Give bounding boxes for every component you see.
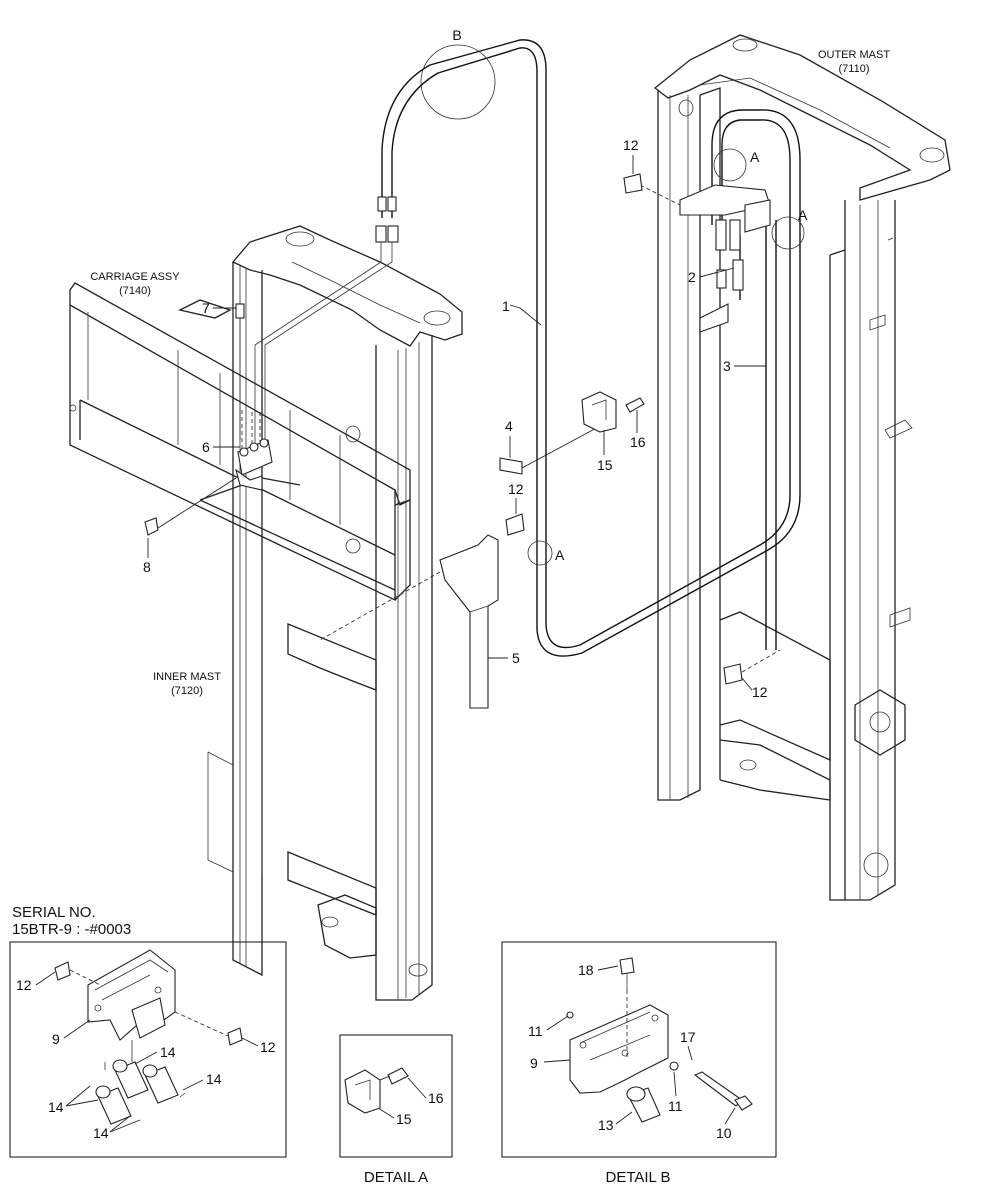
bolt-8 [144,477,237,536]
detail-b-callout-10: 10 [716,1125,732,1141]
bolt-12-low [723,649,781,685]
serial-range-label: 15BTR-9 : -#0003 [12,921,131,938]
detail-a-box [339,1034,453,1158]
detail-b-callout-13: 13 [598,1117,614,1133]
detail-b-callout-11a: 11 [528,1023,543,1039]
detail-b-caption: DETAIL B [605,1169,670,1186]
detail-circle-a-mid [527,540,553,566]
carriage-assy-code: (7140) [119,285,151,297]
circle-label-a-upper: A [750,149,760,165]
callout-12-mid: 12 [508,481,524,497]
callout-5: 5 [512,650,520,666]
callout-1: 1 [502,298,510,314]
detail-circle-a-upper [713,148,747,182]
detail-b-callout-18: 18 [578,962,594,978]
detail-b-callout-11b: 11 [668,1098,683,1114]
fitting-block-6 [235,438,273,491]
detail-circle-b [420,44,496,120]
serial-callout-12b: 12 [260,1039,276,1055]
detail-b-callout-17: 17 [680,1029,696,1045]
hose-fittings-right [699,219,744,333]
serial-box-rollers [95,1040,186,1125]
outer-mast [653,34,951,901]
detail-b-callout-9: 9 [530,1055,538,1071]
serial-box-bracket [54,949,243,1046]
carriage-assy-label: CARRIAGE ASSY [90,271,180,283]
detail-b-box [501,941,777,1158]
hose-3 [739,220,777,650]
bolt-12-mid [505,513,525,536]
detail-a-clamp [344,1067,409,1114]
callout-16: 16 [630,434,646,450]
callout-6: 6 [202,439,210,455]
callout-3: 3 [723,358,731,374]
inner-mast-code: (7120) [171,685,203,697]
bracket-5 [319,534,499,709]
callout-4: 4 [505,418,513,434]
detail-circle-a-right [771,216,805,250]
serial-callout-14a: 14 [160,1044,176,1060]
circle-label-a-right: A [798,207,808,223]
detail-a-callout-15: 15 [396,1111,412,1127]
hose-1 [381,39,801,657]
inner-mast-label: INNER MAST [153,671,221,683]
serial-no-label: SERIAL NO. [12,904,96,921]
callout-7: 7 [202,300,210,316]
bolt-12-top [623,173,643,194]
callout-2: 2 [688,269,696,285]
detail-a-caption: DETAIL A [364,1169,428,1186]
circle-label-b: B [452,27,461,43]
callout-12-low: 12 [752,684,768,700]
circle-label-a-mid: A [555,547,565,563]
serial-callout-9: 9 [52,1031,60,1047]
callout-8: 8 [143,559,151,575]
outer-mast-label: OUTER MAST [818,49,890,61]
bolt-16 [625,397,645,413]
hose-fittings-left [254,196,399,460]
inner-mast [207,225,463,1001]
outer-mast-code: (7110) [839,63,870,75]
bolt-7 [235,303,245,440]
upper-hose-bracket [241,184,771,465]
serial-callout-14b: 14 [206,1071,222,1087]
callout-15: 15 [597,457,613,473]
serial-callout-14d: 14 [93,1125,109,1141]
clamp-15 [581,391,617,433]
callout-12-top: 12 [623,137,639,153]
detail-b-bracket [566,957,753,1123]
detail-a-callout-16: 16 [428,1090,444,1106]
serial-box [9,941,287,1158]
bracket-4 [499,424,603,475]
serial-callout-14c: 14 [48,1099,64,1115]
serial-callout-12a: 12 [16,977,32,993]
